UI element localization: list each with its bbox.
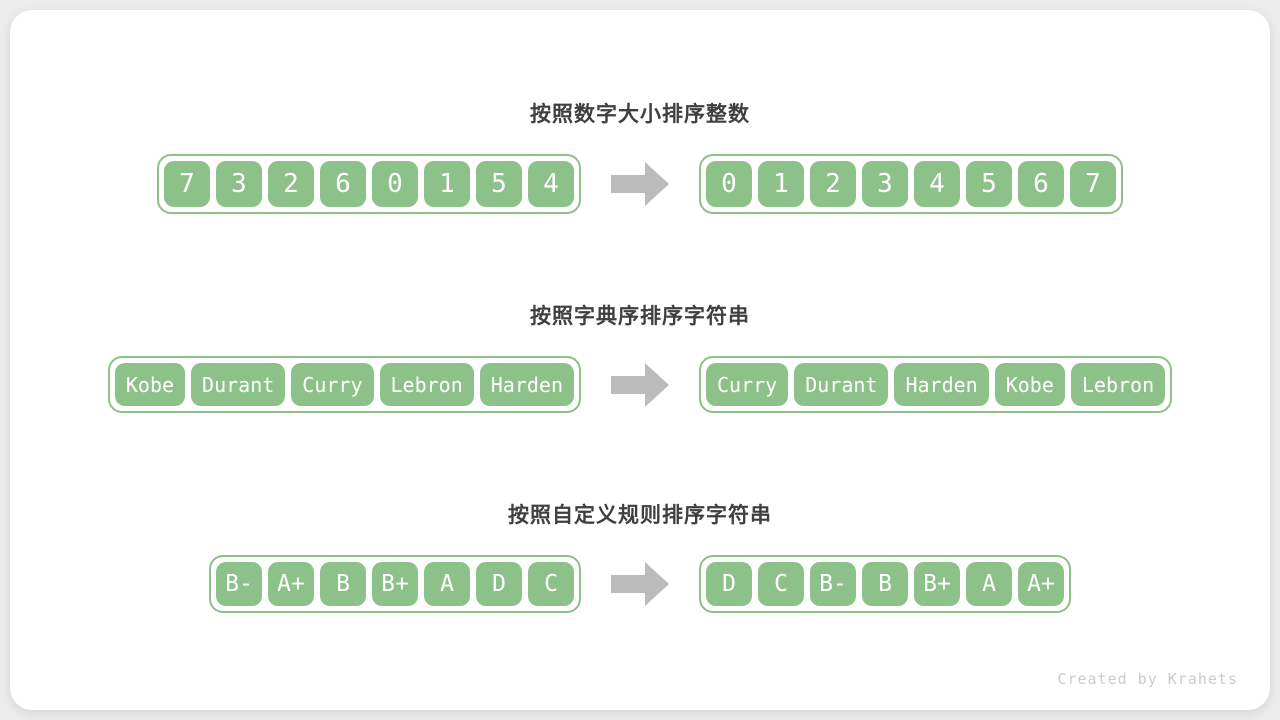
credit-text: Created by Krahets [1057,670,1238,688]
array-cell: Kobe [994,363,1065,406]
array-cell: B+ [914,562,960,606]
arrow-wrap [611,162,669,206]
array-cell: A+ [1018,562,1064,606]
array-cell: A [966,562,1012,606]
array-cell: Durant [794,363,889,406]
array-cell: 5 [476,161,522,207]
array-cell: 0 [372,161,418,207]
array-cell: B+ [372,562,418,606]
array-cell: 1 [758,161,804,207]
array-cell: Harden [479,363,574,406]
array-cell: C [758,562,804,606]
array-cell: Lebron [379,363,474,406]
array-cell: Durant [191,363,286,406]
array-cell: B [862,562,908,606]
array-cell: 2 [810,161,856,207]
array-cell: Curry [706,363,789,406]
arrow-wrap [611,562,669,606]
array-cell: Lebron [1070,363,1166,406]
array-cell: B [320,562,366,606]
array-cell: 1 [424,161,470,207]
array-cell: D [706,562,752,606]
arrow-wrap [611,362,669,407]
array-cell: D [476,562,522,606]
array-cell: 6 [320,161,366,207]
array-cell: C [528,562,574,606]
array-cell: 0 [706,161,752,207]
array-cell: 3 [216,161,262,207]
array-cell: 4 [528,161,574,207]
array-cell: 2 [268,161,314,207]
array-cell: Curry [291,363,374,406]
array-cell: A+ [268,562,314,606]
section-title: 按照自定义规则排序字符串 [508,504,772,527]
array-cell: 7 [164,161,210,207]
array-cell: Kobe [114,363,186,406]
array-cell: 3 [862,161,908,207]
right-arrow-icon [611,362,669,407]
array-cell: 7 [1070,161,1116,207]
array-cell: B- [216,562,262,606]
section-title: 按照数字大小排序整数 [530,103,750,126]
right-arrow-icon [611,562,669,606]
array-cell: 4 [914,161,960,207]
array-cell: A [424,562,470,606]
array-cell: B- [810,562,856,606]
array-cell: Harden [894,363,989,406]
right-arrow-icon [611,162,669,206]
array-cell: 5 [966,161,1012,207]
section-title: 按照字典序排序字符串 [530,305,750,328]
array-cell: 6 [1018,161,1064,207]
